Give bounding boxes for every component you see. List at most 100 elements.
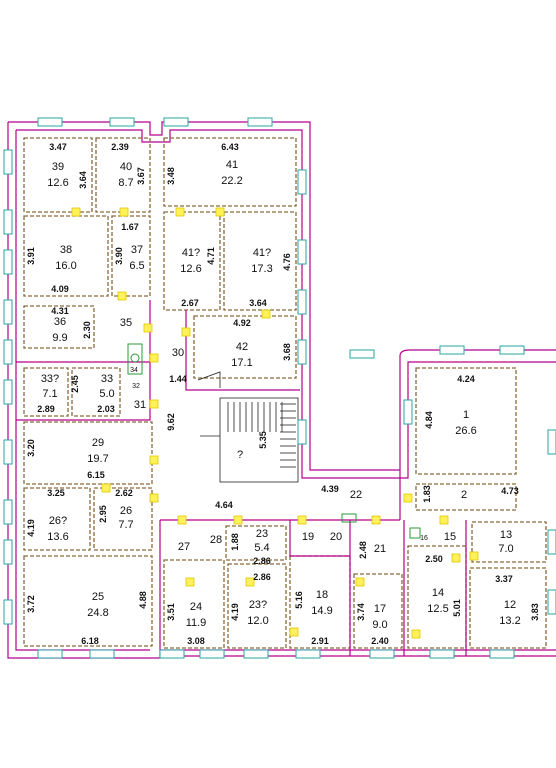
dimension: 3.64 [249, 298, 267, 308]
room-area: 7.1 [42, 388, 57, 400]
dimension: 5.35 [258, 431, 268, 449]
dimension: 4.88 [138, 591, 148, 609]
room-area: 14.9 [311, 605, 332, 617]
room-number: 17 [374, 603, 386, 615]
room-area: 17.1 [231, 357, 252, 369]
door-marker [355, 577, 365, 587]
window [247, 117, 273, 127]
room-number: 41? [182, 247, 200, 259]
space-label: 32 [132, 383, 140, 390]
door-marker [149, 493, 159, 503]
dimension: 3.47 [49, 142, 67, 152]
dimension: 2.39 [111, 142, 129, 152]
dimension: 2.30 [82, 321, 92, 339]
room-number: 12 [504, 599, 516, 611]
room-number: 26 [120, 505, 132, 517]
dimension: 4.09 [51, 284, 69, 294]
room-number: 37 [131, 244, 143, 256]
room-number: 33? [41, 373, 59, 385]
door-marker [245, 577, 255, 587]
dimension: 2.48 [358, 541, 368, 559]
window [243, 649, 269, 659]
space-label: 15 [444, 531, 456, 543]
dimension: 2.50 [425, 554, 443, 564]
dimension: 3.83 [530, 603, 540, 621]
window [297, 169, 307, 195]
dimension: 3.48 [166, 167, 176, 185]
room-number: 13 [500, 529, 512, 541]
door-marker [233, 515, 243, 525]
dimension: 2.86 [253, 572, 271, 582]
window [297, 419, 307, 445]
window [547, 589, 556, 615]
dimension: 6.43 [221, 142, 239, 152]
dimension: 2.40 [371, 636, 389, 646]
dimension-labels: 3.47 2.39 6.43 3.64 3.67 3.48 3.91 3.90 … [26, 142, 540, 646]
door-marker [71, 207, 81, 217]
room-outlines [23, 137, 547, 649]
dimension: 2.95 [98, 505, 108, 523]
room-area: 26.6 [455, 425, 476, 437]
door-markers [71, 207, 479, 639]
room-number: 26? [49, 515, 67, 527]
door-marker [371, 515, 381, 525]
room-area: 24.8 [87, 607, 108, 619]
room-area: 19.7 [87, 453, 108, 465]
dimension: 2.89 [37, 404, 55, 414]
dimension: 6.18 [81, 636, 99, 646]
room-number: 40 [120, 161, 132, 173]
fixtures [127, 343, 421, 539]
dimension: 3.68 [282, 343, 292, 361]
space-label: 19 [302, 531, 314, 543]
dimension: 3.72 [26, 595, 36, 613]
dimension: 4.39 [321, 484, 339, 494]
room-area: 12.0 [247, 615, 268, 627]
door-marker [149, 399, 159, 409]
space-label: 28 [210, 534, 222, 546]
space-label: 2 [461, 489, 467, 501]
window [403, 399, 413, 425]
room-number: 41? [253, 247, 271, 259]
window [3, 339, 13, 365]
dimension: 2.86 [253, 556, 271, 566]
door-marker [149, 455, 159, 465]
window [3, 379, 13, 405]
dimension: 3.37 [495, 574, 513, 584]
dimension: 2.62 [115, 488, 133, 498]
room-area: 6.5 [129, 260, 144, 272]
window [489, 649, 515, 659]
dimension: 5.01 [452, 599, 462, 617]
door-marker [451, 553, 461, 563]
room-area: 5.4 [254, 542, 269, 554]
room-labels: 39 12.6 40 8.7 41 22.2 38 16.0 37 6.5 41… [41, 159, 521, 631]
dimension: 4.64 [215, 500, 233, 510]
window [3, 249, 13, 275]
window [3, 149, 13, 175]
dimension: 4.19 [26, 519, 36, 537]
room-area: 9.0 [372, 619, 387, 631]
window [3, 209, 13, 235]
window [547, 529, 556, 555]
door-marker [297, 515, 307, 525]
room-area: 7.7 [118, 519, 133, 531]
staircase [197, 371, 299, 483]
window [429, 649, 455, 659]
room-number: 42 [236, 341, 248, 353]
window [295, 649, 321, 659]
dimension: 2.67 [181, 298, 199, 308]
window [37, 117, 63, 127]
window [199, 649, 225, 659]
room-area: 12.6 [47, 177, 68, 189]
window [547, 429, 556, 455]
dimension: 4.76 [282, 253, 292, 271]
door-marker [175, 207, 185, 217]
dimension: 1.83 [422, 485, 432, 503]
window [297, 339, 307, 365]
room-area: 13.2 [499, 615, 520, 627]
space-label: 34 [130, 367, 138, 374]
room-area: 11.9 [186, 617, 207, 629]
dimension: 3.91 [26, 247, 36, 265]
door-marker [215, 207, 225, 217]
dimension: 1.44 [169, 374, 187, 384]
